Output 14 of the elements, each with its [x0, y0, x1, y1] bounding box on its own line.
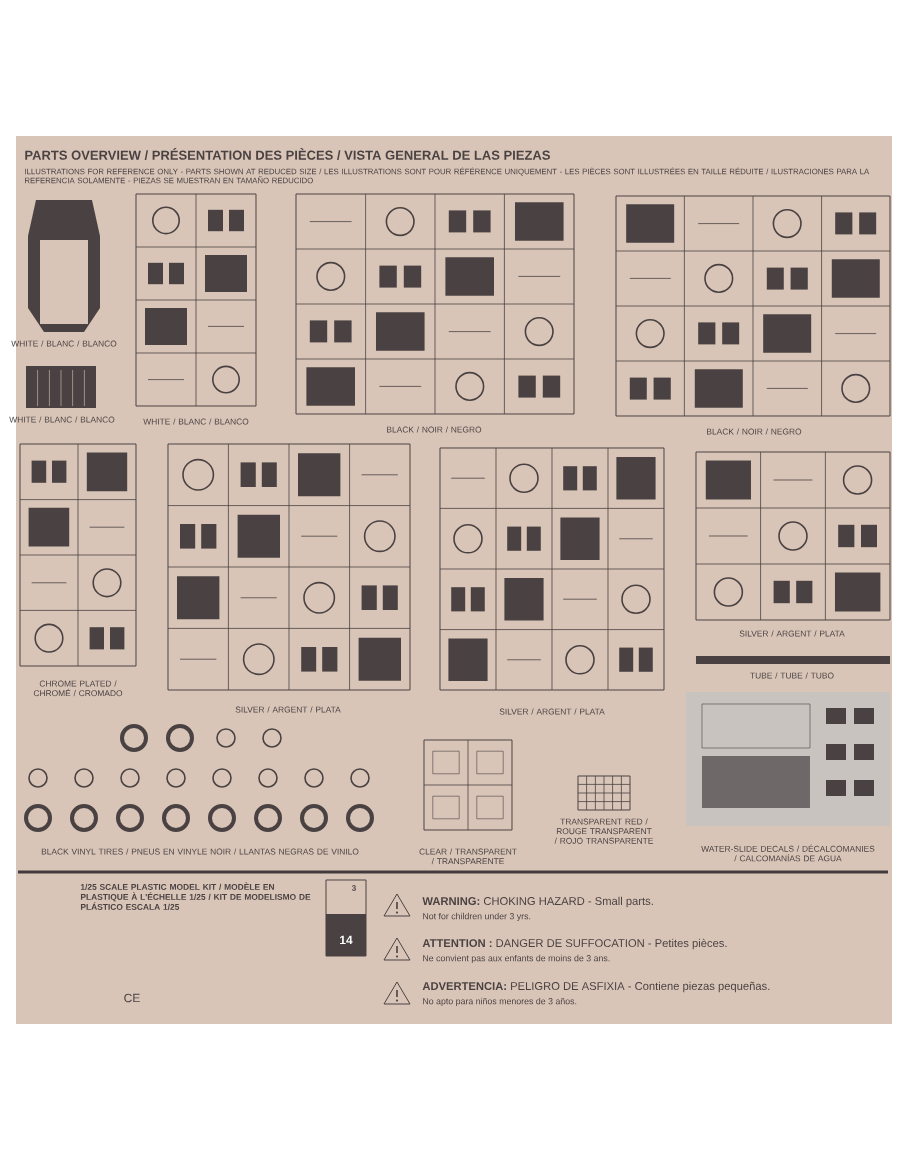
parts-drawing [19, 443, 137, 667]
parts-drawing [135, 193, 257, 407]
parts-drawing [439, 447, 665, 691]
parts-drawing [577, 775, 631, 811]
parts-drawing [24, 724, 374, 832]
parts-drawing [686, 692, 890, 826]
parts-drawing [26, 366, 96, 408]
parts-drawing [423, 739, 513, 831]
parts-drawing [696, 656, 890, 664]
parts-drawing [695, 451, 891, 621]
parts-drawing [167, 443, 411, 691]
parts-drawing [28, 200, 100, 332]
parts-drawing [295, 193, 575, 415]
parts-drawing [615, 195, 891, 417]
